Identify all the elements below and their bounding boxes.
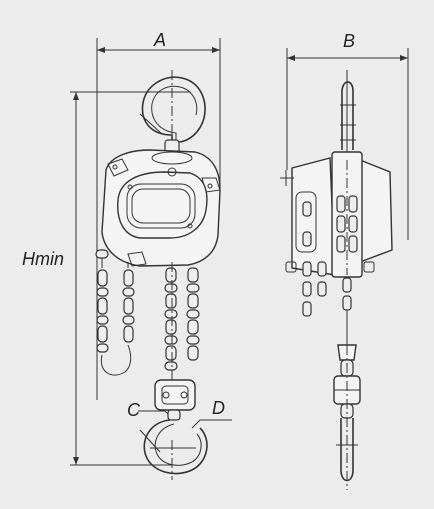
side-top-hook-icon [340,70,356,160]
front-view [95,70,221,480]
dimension-d-label: D [212,398,225,418]
dimension-a-label: A [153,30,166,50]
side-body [280,151,393,278]
hoist-body [101,149,221,267]
dimension-b-label: B [343,31,355,51]
dimension-b: B [286,31,409,240]
load-chain [164,262,200,380]
dimension-hmin: Hmin [22,91,172,466]
dimension-hmin-label: Hmin [22,249,64,269]
side-view [280,70,393,490]
side-chains [302,195,358,345]
bottom-hook-icon [139,379,208,480]
dimension-c-label: C [127,400,141,420]
dimension-d: D [191,398,232,429]
top-hook-icon [139,70,206,157]
side-bottom-hook-icon [333,344,361,490]
hand-chain [95,249,135,376]
dimension-a: A [96,30,221,400]
